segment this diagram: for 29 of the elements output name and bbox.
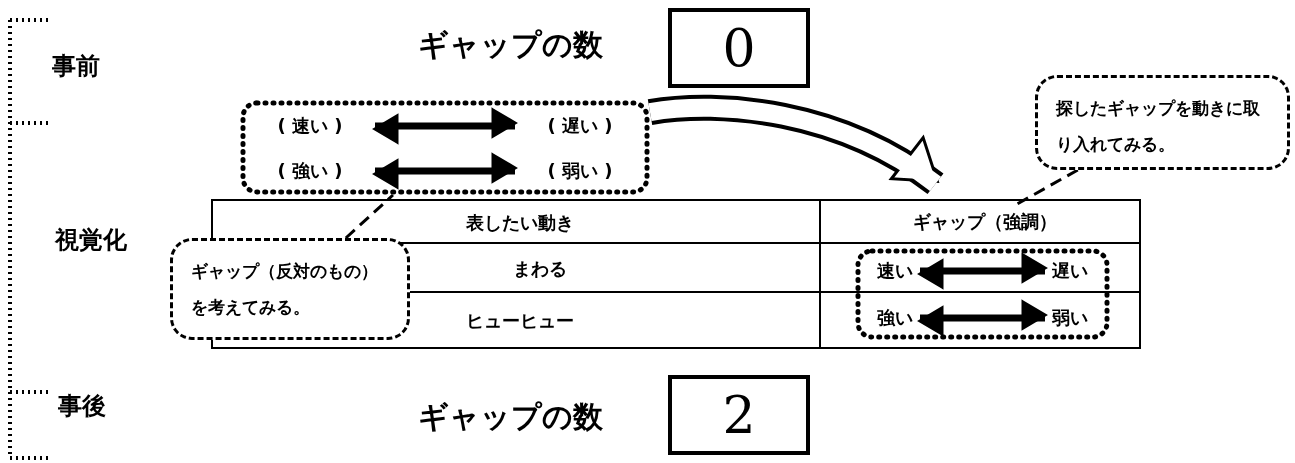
number-box: 0 <box>668 8 810 88</box>
dotted-group-frame <box>240 100 650 195</box>
double-arrow <box>373 108 517 144</box>
word-label: 遅い <box>1045 256 1095 286</box>
dotted-group-frame <box>855 248 1110 340</box>
word-label: 弱い <box>1045 303 1095 333</box>
count-label: ギャップの数 <box>416 397 604 436</box>
column-heading: ギャップ（強調） <box>905 207 1065 237</box>
speech-bubble: ギャップ（反対のもの）を考えてみる。 <box>170 238 410 340</box>
word-label: ( 速い ) <box>245 110 375 142</box>
section-label: 事後 <box>58 391 107 422</box>
speech-bubble: 探したギャップを動きに取り入れてみる。 <box>1035 75 1290 170</box>
word-label: ( 遅い ) <box>515 110 645 142</box>
word-label: 速い <box>870 256 920 286</box>
word-label: ( 弱い ) <box>515 155 645 187</box>
number-box: 2 <box>668 375 810 455</box>
section-label: 事前 <box>52 51 101 82</box>
row-label: ヒューヒュー <box>465 309 575 333</box>
double-arrow <box>918 253 1047 289</box>
column-heading: 表したい動き <box>465 211 575 235</box>
double-arrow <box>918 300 1047 336</box>
row-label: まわる <box>512 257 568 281</box>
section-label: 視覚化 <box>55 225 128 256</box>
count-label: ギャップの数 <box>416 25 604 64</box>
callout-tail <box>344 193 394 240</box>
word-label: 強い <box>870 303 920 333</box>
curved-block-arrow <box>648 94 943 195</box>
word-label: ( 強い ) <box>245 155 375 187</box>
double-arrow <box>373 153 517 189</box>
